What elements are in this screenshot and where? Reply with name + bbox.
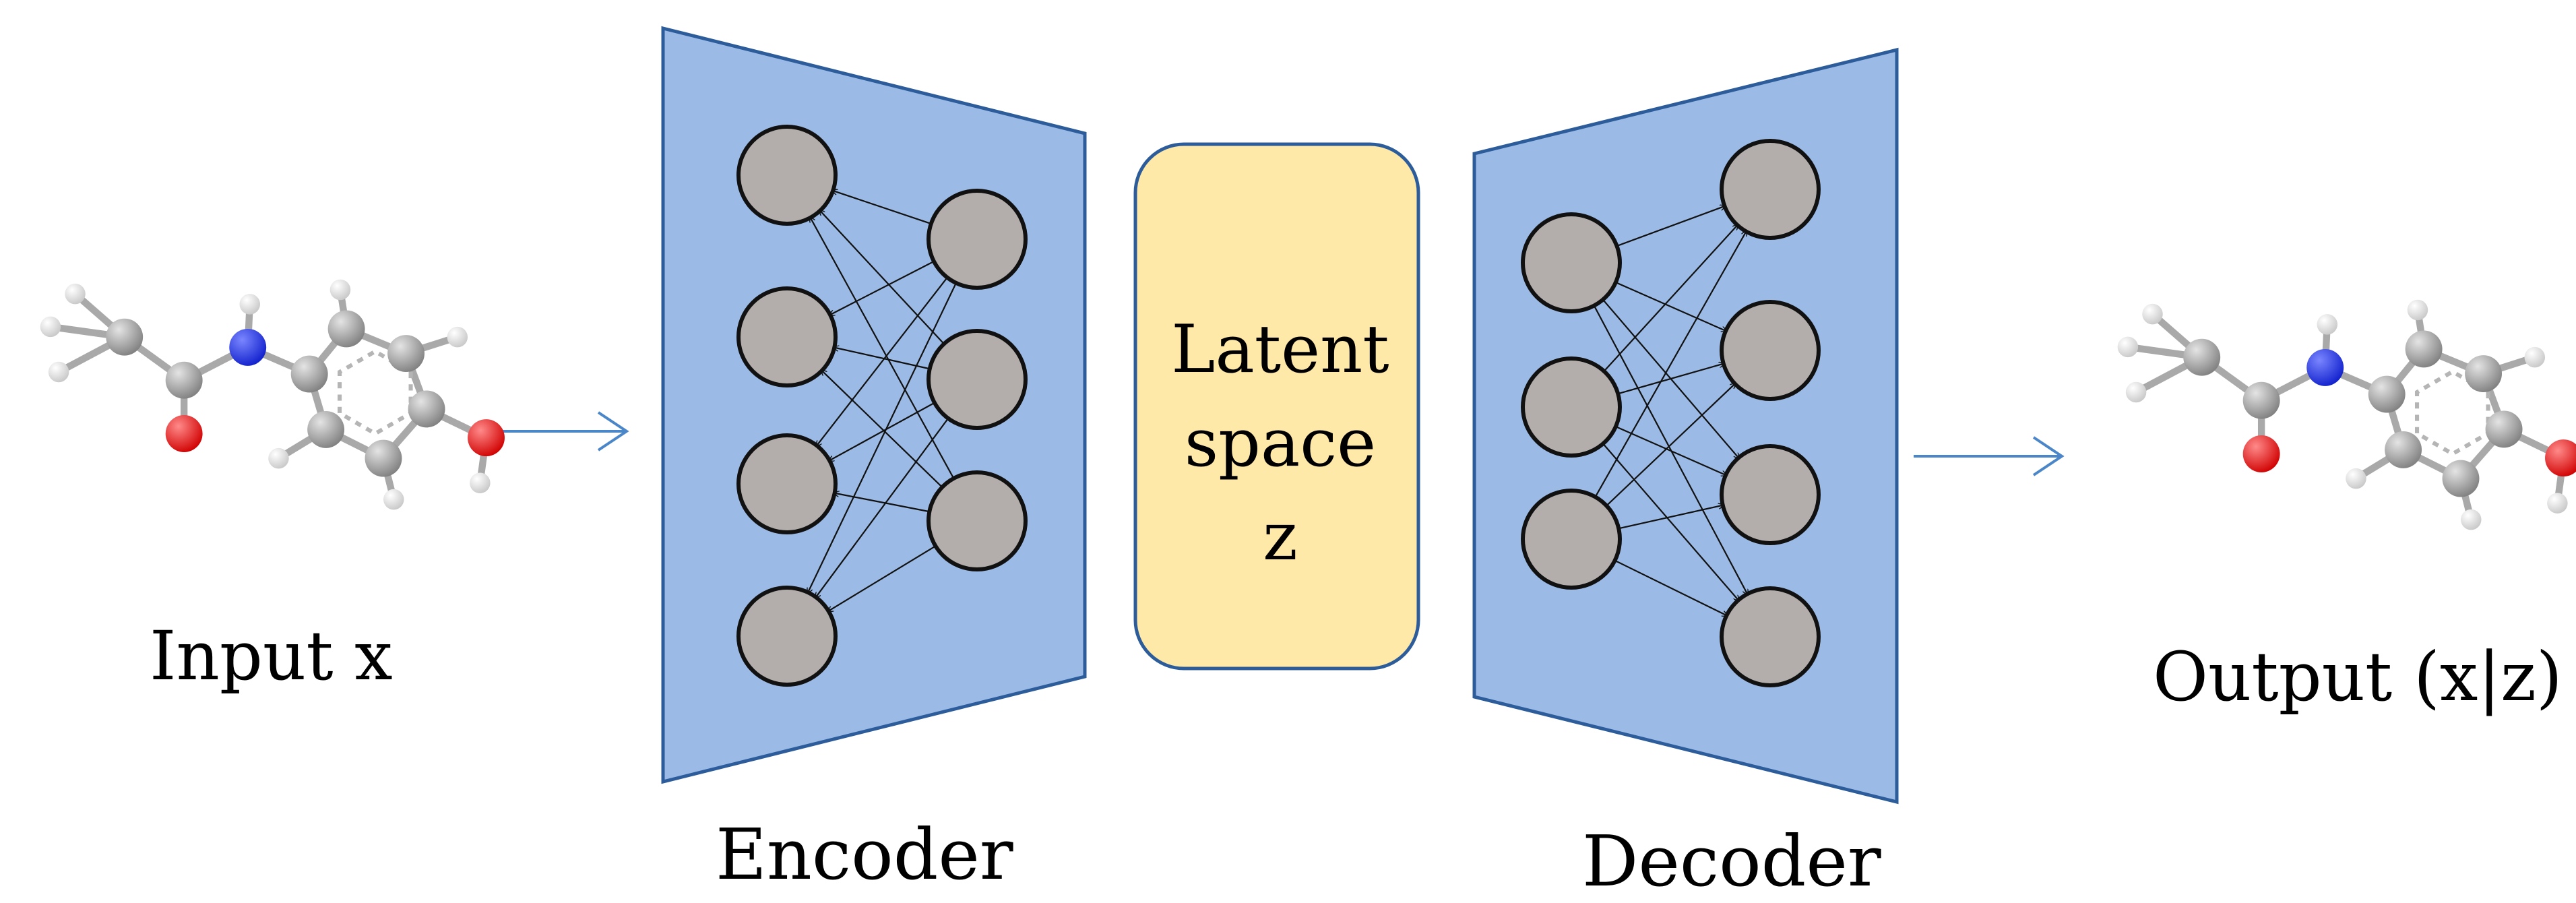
hydrogen-atom	[2461, 509, 2482, 530]
oxygen-atom	[2545, 439, 2576, 477]
hydrogen-atom	[2142, 303, 2163, 325]
output-label: Output (x|z)	[2153, 637, 2563, 716]
hydrogen-atom	[2317, 314, 2337, 335]
encoder-neuron-l1-3	[736, 433, 838, 534]
input-label: Input x	[150, 617, 393, 695]
carbon-atom	[290, 355, 328, 393]
carbon-atom	[106, 318, 144, 356]
input-molecule-icon	[40, 279, 505, 510]
connection-line	[834, 493, 931, 513]
connection-line	[815, 417, 949, 598]
oxygen-atom	[468, 419, 505, 457]
hydrogen-atom	[239, 294, 260, 315]
carbon-atom	[2385, 431, 2422, 468]
connection-line	[827, 544, 937, 612]
decoder-neuron-l1-2	[1521, 356, 1622, 458]
carbon-atom	[2485, 410, 2523, 448]
carbon-atom	[2465, 355, 2502, 392]
carbon-atom	[327, 310, 365, 348]
carbon-atom	[2368, 375, 2406, 413]
latent-line-2: space	[1184, 405, 1377, 482]
input-arrow	[480, 411, 629, 452]
connection-line	[1617, 505, 1724, 530]
hydrogen-atom	[40, 316, 61, 338]
hydrogen-atom	[268, 447, 289, 469]
connection-line	[834, 347, 931, 370]
connection-line	[1615, 206, 1726, 247]
connection-line	[821, 370, 944, 489]
encoder-neuron-l1-4	[736, 586, 838, 687]
encoder-block	[661, 26, 1087, 784]
latent-space-label: Latent space z	[1139, 303, 1422, 584]
decoder-neuron-l1-3	[1521, 489, 1622, 590]
output-molecule-icon	[2117, 299, 2576, 530]
encoder-neuron-l2-2	[926, 329, 1028, 430]
hydrogen-atom	[2524, 346, 2546, 368]
hydrogen-atom	[470, 472, 491, 493]
decoder-neuron-l2-1	[1720, 139, 1821, 240]
connection-line	[816, 276, 949, 447]
decoder-neuron-l2-2	[1720, 300, 1821, 401]
decoder-neurons	[1521, 139, 1821, 687]
hydrogen-atom	[48, 361, 69, 383]
connection-line	[810, 217, 955, 480]
oxygen-atom	[165, 415, 203, 452]
connection-line	[1602, 224, 1738, 373]
hydrogen-atom	[2547, 493, 2568, 513]
connection-line	[1593, 304, 1748, 594]
carbon-atom	[165, 361, 203, 399]
encoder-neurons	[736, 125, 1028, 687]
carbon-atom	[2405, 330, 2443, 368]
decoder-connections	[1593, 206, 1748, 616]
carbon-atom	[2183, 338, 2221, 376]
carbon-atom	[408, 390, 445, 428]
latent-space-box	[1133, 142, 1420, 671]
hydrogen-atom	[383, 489, 404, 510]
carbon-atom	[365, 439, 402, 477]
nitrogen-atom	[229, 328, 267, 366]
latent-line-3: z	[1263, 499, 1298, 576]
connection-line	[1605, 383, 1736, 507]
connection-line	[1614, 425, 1727, 475]
hydrogen-atom	[2125, 381, 2147, 403]
encoder-neuron-l1-2	[736, 286, 838, 387]
connection-line	[819, 210, 945, 346]
encoder-connections	[807, 191, 957, 612]
decoder-label: Decoder	[1582, 820, 1881, 902]
connection-line	[807, 282, 957, 594]
connection-line	[1614, 281, 1727, 331]
connection-line	[829, 260, 935, 315]
hydrogen-atom	[329, 279, 351, 301]
connection-line	[1602, 442, 1739, 600]
output-arrow	[1914, 436, 2065, 476]
encoder-label: Encoder	[716, 813, 1013, 896]
connection-line	[832, 191, 933, 225]
encoder-neuron-l2-3	[926, 470, 1028, 571]
decoder-neuron-l2-3	[1720, 444, 1821, 545]
carbon-atom	[2242, 381, 2280, 419]
carbon-atom	[307, 410, 345, 448]
latent-line-1: Latent	[1171, 311, 1389, 388]
oxygen-atom	[2242, 435, 2280, 472]
hydrogen-atom	[65, 283, 86, 305]
decoder-neuron-l2-4	[1720, 586, 1821, 687]
encoder-neuron-l2-1	[926, 189, 1028, 290]
hydrogen-atom	[447, 326, 468, 348]
hydrogen-atom	[2407, 299, 2428, 321]
hydrogen-atom	[2117, 336, 2139, 358]
nitrogen-atom	[2306, 348, 2344, 386]
hydrogen-atom	[2346, 468, 2366, 489]
carbon-atom	[2442, 460, 2480, 497]
connection-line	[1594, 230, 1747, 499]
connection-line	[1613, 559, 1727, 616]
encoder-neuron-l1-1	[736, 125, 838, 226]
carbon-atom	[387, 335, 425, 372]
connection-line	[1616, 363, 1724, 395]
decoder-neuron-l1-1	[1521, 212, 1622, 313]
